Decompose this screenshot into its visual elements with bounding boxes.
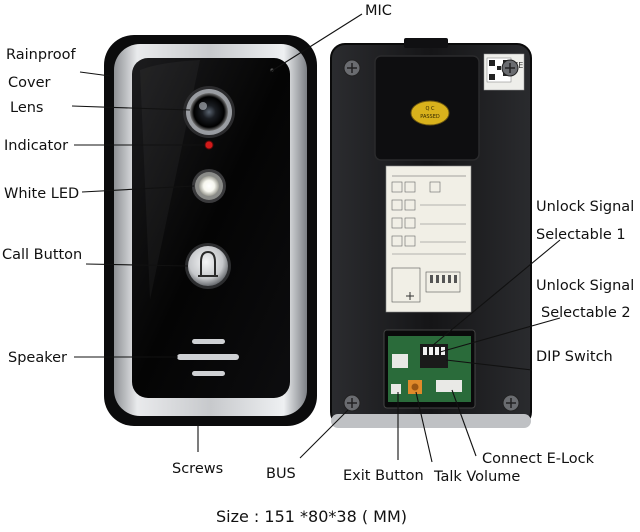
pcb-terminal-area bbox=[383, 329, 476, 409]
screw bbox=[343, 59, 361, 77]
label-exit-button: Exit Button bbox=[343, 468, 424, 484]
connector-white bbox=[392, 354, 408, 368]
label-screws: Screws bbox=[172, 461, 223, 477]
front-unit bbox=[104, 35, 317, 426]
qc-passed-sticker: Q C PASSED bbox=[410, 100, 450, 126]
bus-terminal bbox=[391, 384, 401, 394]
indicator-light bbox=[204, 140, 214, 150]
label-mic: MIC bbox=[365, 3, 392, 19]
label-call-button: Call Button bbox=[2, 247, 82, 263]
back-unit: Q C PASSED CE bbox=[330, 38, 532, 428]
screw bbox=[502, 394, 520, 412]
size-caption: Size : 151 *80*38 ( MM) bbox=[216, 507, 407, 526]
label-connect-elock: Connect E-Lock bbox=[482, 451, 595, 467]
white-led bbox=[192, 169, 226, 203]
label-indicator: Indicator bbox=[4, 138, 68, 154]
leader-lines bbox=[71, 13, 561, 463]
label-cover: Cover bbox=[8, 75, 50, 91]
label-dip-switch: DIP Switch bbox=[536, 349, 613, 365]
passed-sticker-text: PASSED bbox=[420, 114, 440, 120]
call-button[interactable] bbox=[185, 243, 231, 289]
qc-sticker-text: Q C bbox=[425, 106, 435, 112]
elock-connector bbox=[436, 380, 462, 392]
label-unlock-signal-1: Unlock Signal bbox=[536, 199, 634, 215]
label-talk-volume: Talk Volume bbox=[433, 469, 520, 485]
wiring-label bbox=[385, 165, 472, 313]
label-selectable-1: Selectable 1 bbox=[536, 227, 626, 243]
screw bbox=[343, 394, 361, 412]
label-white-led: White LED bbox=[4, 186, 79, 202]
front-panel bbox=[132, 58, 290, 398]
speaker-grille bbox=[177, 339, 239, 376]
screw bbox=[501, 59, 519, 77]
camera-lens bbox=[183, 86, 235, 138]
bell-icon bbox=[198, 250, 218, 277]
label-bus: BUS bbox=[266, 466, 296, 482]
label-selectable-2: Selectable 2 bbox=[541, 305, 631, 321]
label-lens: Lens bbox=[10, 100, 44, 116]
label-unlock-signal-2: Unlock Signal bbox=[536, 278, 634, 294]
label-speaker: Speaker bbox=[8, 350, 67, 366]
label-rainproof: Rainproof bbox=[6, 47, 76, 63]
